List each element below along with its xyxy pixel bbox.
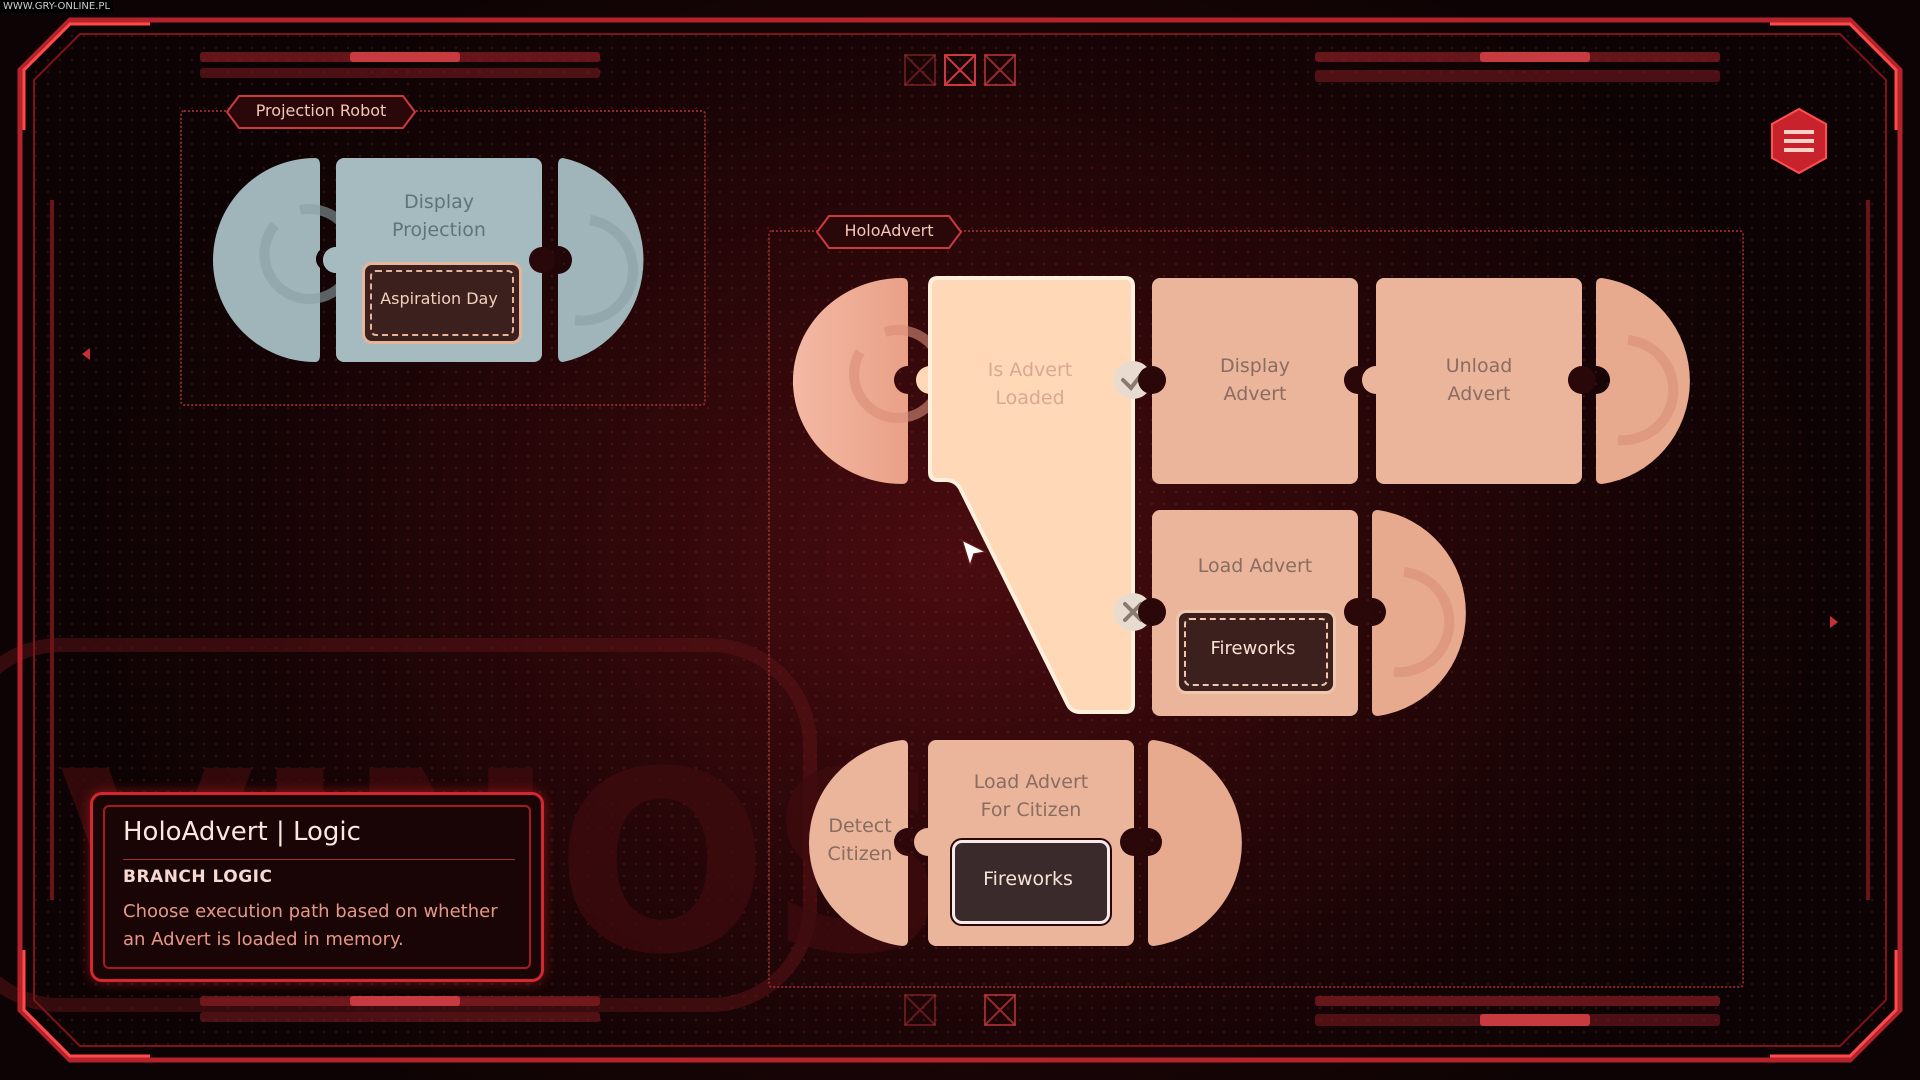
projection-robot-tag (225, 95, 417, 129)
row1-end-piece[interactable] (1596, 278, 1690, 484)
loop-arrow-icon (1393, 567, 1455, 678)
info-panel-title: HoloAdvert | Logic (123, 817, 361, 847)
loop-arrow-icon (1617, 335, 1679, 446)
fireworks-param-label: Fireworks (1210, 638, 1296, 659)
projection-robot-tag-label: Projection Robot (255, 101, 387, 120)
unload-advert-piece[interactable] (1362, 278, 1596, 484)
fireworks-citizen-param[interactable] (952, 840, 1110, 924)
is-advert-loaded-branch-piece[interactable] (928, 276, 1135, 714)
load-advert-label: Load Advert (1197, 555, 1313, 577)
info-panel (90, 792, 544, 982)
detect-citizen-label: Detect Citizen (827, 815, 893, 865)
loop-arrow-icon (849, 325, 948, 423)
fireworks-param[interactable] (1176, 610, 1336, 694)
is-advert-loaded-label: Is Advert Loaded (987, 359, 1073, 409)
holoadvert-tag (815, 215, 963, 249)
holoadvert-tag-label: HoloAdvert (844, 221, 934, 240)
holoadvert-group (768, 230, 1744, 988)
display-advert-label: Display Advert (1219, 355, 1291, 405)
info-panel-subtitle: BRANCH LOGIC (123, 867, 273, 887)
fireworks-citizen-param-label: Fireworks (983, 868, 1073, 890)
projection-robot-group (180, 110, 706, 406)
mouse-cursor (960, 538, 989, 569)
row3-end-piece[interactable] (1148, 740, 1242, 946)
aspiration-day-label: Aspiration Day (380, 289, 498, 308)
detect-citizen-event-piece[interactable] (808, 740, 908, 946)
load-advert-for-citizen-label: Load Advert For Citizen (973, 771, 1089, 821)
holoadvert-start-piece[interactable] (792, 278, 948, 484)
hamburger-icon (1771, 107, 1827, 175)
end-loop-piece[interactable] (558, 158, 644, 362)
row2-end-piece[interactable] (1372, 510, 1466, 716)
menu-button[interactable] (1768, 106, 1830, 176)
aspiration-day-param[interactable] (362, 262, 522, 344)
display-projection-label: Display Projection (392, 191, 486, 241)
loop-arrow-icon (574, 215, 639, 326)
site-watermark: WWW.GRY-ONLINE.PL (0, 0, 114, 13)
unload-advert-label: Unload Advert (1445, 355, 1513, 405)
info-panel-description: Choose execution path based on whether a… (123, 901, 498, 950)
